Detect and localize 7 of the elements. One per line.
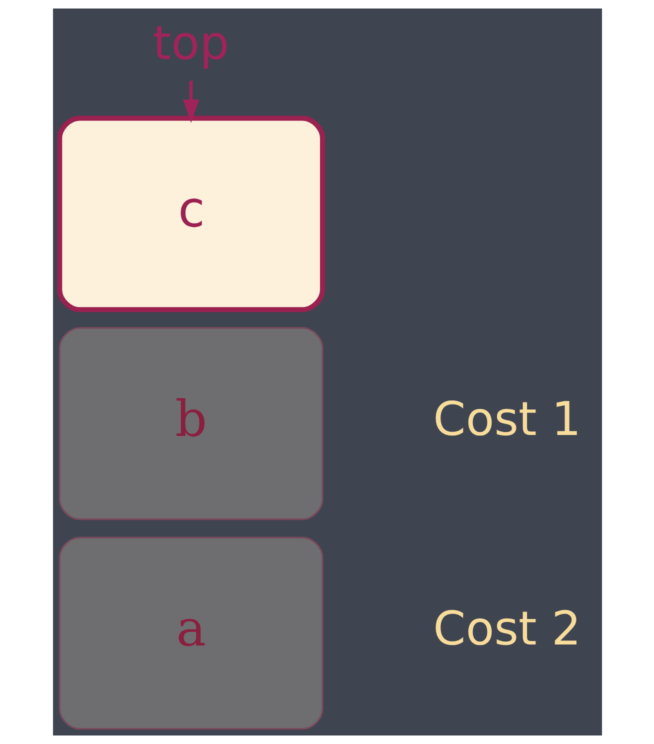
label: Cost 1 <box>432 392 581 446</box>
node-box: a <box>58 536 323 730</box>
node-text: top <box>152 16 229 70</box>
node-box: b <box>58 327 323 520</box>
node-box: c <box>56 116 324 312</box>
label: Cost 2 <box>432 602 581 656</box>
arrow <box>182 80 199 123</box>
